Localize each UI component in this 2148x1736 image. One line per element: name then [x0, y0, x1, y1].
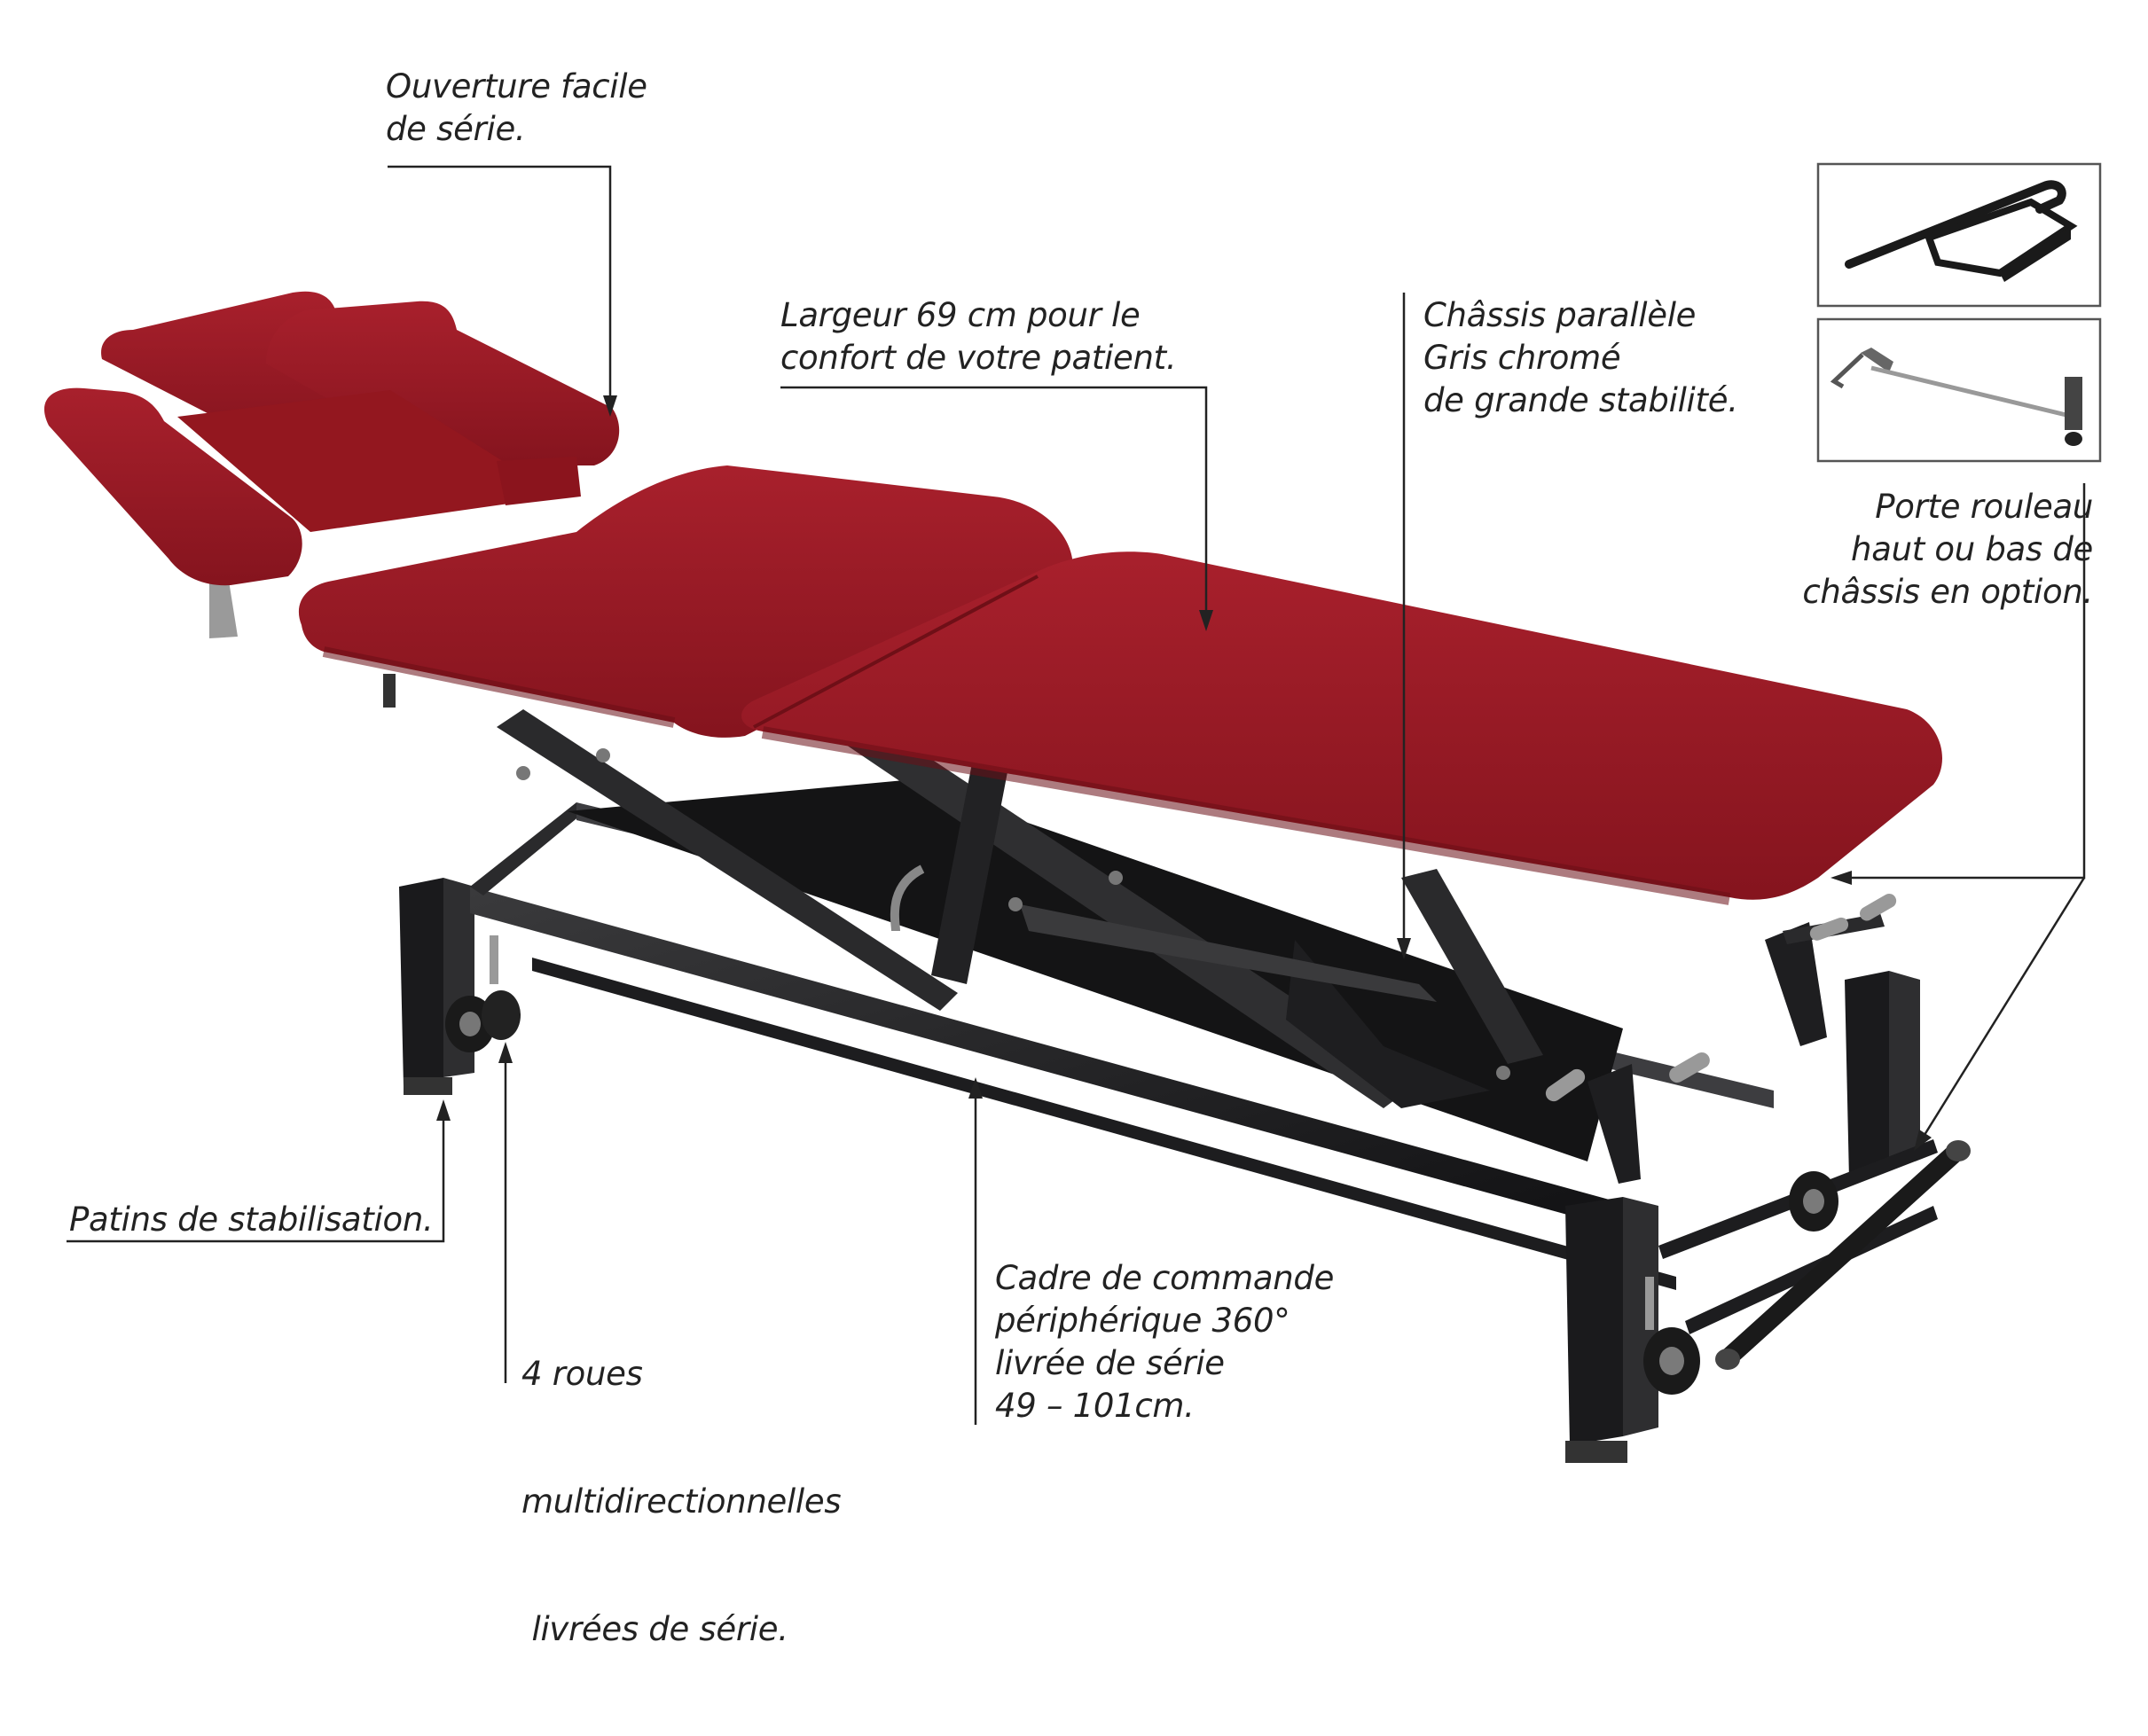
label-cadre-line-3: livrée de série — [995, 1344, 1225, 1382]
arrow-heads — [436, 395, 1932, 1151]
arrow-ouverture — [603, 395, 617, 417]
label-ouverture-facile: Ouverture facile de série. — [386, 66, 647, 151]
label-ouverture-line-1: Ouverture facile — [386, 67, 647, 106]
label-roues-line-3: livrées de série. — [521, 1610, 788, 1648]
label-chassis-parallele: Châssis parallèle Gris chromé de grande … — [1423, 294, 1738, 422]
frame — [209, 581, 1971, 1463]
treatment-table-illustration — [43, 162, 2102, 1463]
label-ouverture-line-2: de série. — [386, 110, 526, 148]
arrow-rouleau-bas — [1914, 1130, 1932, 1151]
diagram-stage: Ouverture facile de série. Largeur 69 cm… — [43, 66, 2102, 1648]
label-largeur-line-2: confort de votre patient. — [780, 339, 1177, 377]
arrow-chassis — [1397, 938, 1411, 959]
arrow-patins — [436, 1099, 451, 1121]
label-patins-stabilisation: Patins de stabilisation. — [69, 1199, 434, 1241]
label-porte-rouleau-line-1: Porte rouleau — [1875, 488, 2093, 526]
label-largeur-line-1: Largeur 69 cm pour le — [780, 296, 1141, 334]
label-chassis-line-1: Châssis parallèle — [1423, 296, 1697, 334]
label-roues-line-1: 4 roues — [521, 1355, 643, 1393]
label-chassis-line-3: de grande stabilité. — [1423, 381, 1738, 419]
arrow-cadre — [968, 1077, 983, 1099]
label-porte-rouleau-line-3: châssis en option. — [1802, 573, 2093, 611]
label-roues-line-2: multidirectionnelles — [521, 1482, 842, 1521]
label-largeur: Largeur 69 cm pour le confort de votre p… — [780, 294, 1177, 379]
label-cadre-line-2: périphérique 360° — [995, 1302, 1290, 1340]
label-roues: 4 roues multidirectionnelles livrées de … — [521, 1268, 842, 1736]
arrow-largeur — [1199, 610, 1213, 631]
label-porte-rouleau: Porte rouleau haut ou bas de châssis en … — [1802, 486, 2093, 614]
label-cadre-commande: Cadre de commande périphérique 360° livr… — [995, 1257, 1334, 1427]
label-porte-rouleau-line-2: haut ou bas de — [1851, 530, 2093, 568]
label-cadre-line-1: Cadre de commande — [995, 1259, 1335, 1297]
leader-lines — [67, 165, 2086, 1425]
arrow-rouleau-haut — [1831, 871, 1852, 885]
roller-holder-top-option-icon — [1816, 162, 2102, 308]
label-patins-line-1: Patins de stabilisation. — [69, 1200, 434, 1239]
arrow-roues — [498, 1042, 513, 1063]
label-cadre-line-4: 49 – 101cm. — [995, 1387, 1195, 1425]
label-chassis-line-2: Gris chromé — [1423, 339, 1621, 377]
roller-holder-bottom-option-icon — [1816, 317, 2102, 463]
upholstery — [43, 291, 1942, 905]
